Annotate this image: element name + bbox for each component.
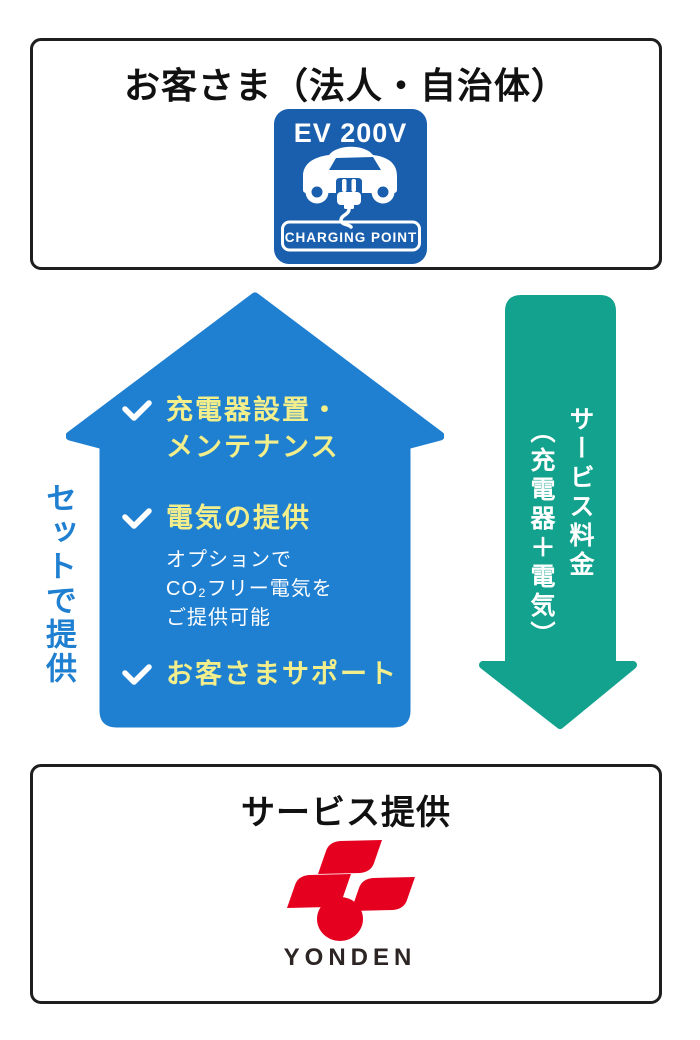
check-icon (122, 508, 152, 529)
down-arrow-shape (479, 295, 637, 729)
ev-charging-sign: EV 200V CHARGING POINT (274, 109, 427, 264)
charging-point-text: CHARGING POINT (285, 230, 418, 245)
set-provide-up-arrow (66, 292, 444, 728)
yonden-wordmark: YONDEN (283, 944, 417, 971)
service-item-electricity-note1: オプションで (166, 549, 292, 571)
yonden-logo-mark-icon (287, 840, 415, 941)
up-arrow-shape (66, 292, 444, 728)
service-item-electricity-note3: ご提供可能 (166, 607, 271, 629)
check-icon (122, 400, 152, 421)
service-fee-label-sub: （充電器＋電気） (527, 418, 555, 650)
set-provide-label: セットで提供 (41, 482, 76, 686)
plug-icon (337, 179, 361, 229)
customer-box-title: お客さま（法人・自治体） (123, 65, 568, 106)
ev-sign-voltage-text: EV 200V (294, 118, 408, 148)
service-item-electricity: 電気の提供 オプションで CO₂フリー電気を ご提供可能 (122, 500, 333, 633)
service-item-support: お客さまサポート (122, 656, 398, 693)
charging-point-frame (281, 220, 421, 252)
service-item-charger: 充電器設置・ メンテナンス (122, 392, 340, 466)
service-item-charger-line2: メンテナンス (166, 432, 340, 462)
service-fee-label-main: サービス料金 (566, 406, 594, 580)
service-item-electricity-title: 電気の提供 (166, 503, 311, 533)
service-item-support-title: お客さまサポート (166, 659, 398, 689)
service-fee-label: サービス料金 （充電器＋電気） (520, 406, 601, 650)
check-icon (122, 664, 152, 685)
service-fee-down-arrow (479, 295, 637, 729)
service-item-electricity-note2: CO₂フリー電気を (166, 578, 333, 600)
service-item-charger-line1: 充電器設置・ (166, 395, 340, 425)
provider-box-title: サービス提供 (241, 794, 451, 832)
